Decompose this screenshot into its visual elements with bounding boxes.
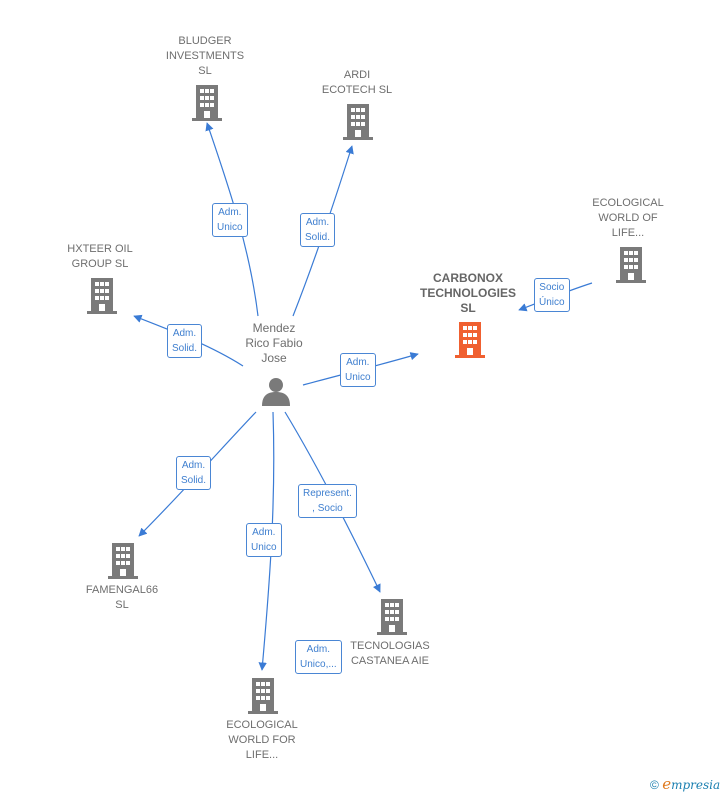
edge-label-tecnologias-represent: Represent. , Socio: [298, 484, 357, 518]
edge-label-hxteer: Adm. Solid.: [167, 324, 203, 358]
building-icon[interactable]: [248, 678, 278, 714]
edge-label-ecological-top: Socio Único: [534, 278, 570, 312]
brand-logo-letter: e: [662, 775, 672, 793]
company-label-tecnologias[interactable]: TECNOLOGIAS CASTANEA AIE: [350, 640, 430, 667]
copyright-icon: ©: [650, 778, 659, 792]
company-label-ecological-top[interactable]: ECOLOGICAL WORLD OF LIFE...: [592, 197, 664, 239]
building-icon[interactable]: [192, 85, 222, 121]
edge-label-famengal: Adm. Solid.: [176, 456, 212, 490]
building-icon[interactable]: [87, 278, 117, 314]
edge-label-ardi: Adm. Solid.: [300, 213, 336, 247]
empresia-brand[interactable]: © empresia: [650, 775, 720, 793]
brand-logo-text: mpresia: [671, 778, 721, 792]
company-label-famengal[interactable]: FAMENGAL66 SL: [85, 584, 159, 611]
building-icon[interactable]: [343, 104, 373, 140]
edge-label-ecological-bottom: Adm. Unico: [246, 523, 282, 557]
company-label-bludger[interactable]: BLUDGER INVESTMENTS SL: [165, 35, 245, 77]
company-label-hxteer[interactable]: HXTEER OIL GROUP SL: [67, 243, 133, 270]
person-icon[interactable]: [261, 376, 291, 406]
company-label-ecological-bottom[interactable]: ECOLOGICAL WORLD FOR LIFE...: [226, 719, 298, 761]
edge-label-bludger: Adm. Unico: [212, 203, 248, 237]
building-icon[interactable]: [108, 543, 138, 579]
building-icon[interactable]: [616, 247, 646, 283]
building-icon[interactable]: [377, 599, 407, 635]
edge-label-tecnologias-adm: Adm. Unico,...: [295, 640, 342, 674]
company-label-carbonox[interactable]: CARBONOX TECHNOLOGIES SL: [419, 271, 517, 315]
building-icon-highlighted[interactable]: [455, 322, 485, 358]
edge-label-carbonox: Adm. Unico: [340, 353, 376, 387]
company-label-ardi[interactable]: ARDI ECOTECH SL: [321, 69, 393, 96]
person-label[interactable]: Mendez Rico Fabio Jose: [245, 321, 303, 365]
